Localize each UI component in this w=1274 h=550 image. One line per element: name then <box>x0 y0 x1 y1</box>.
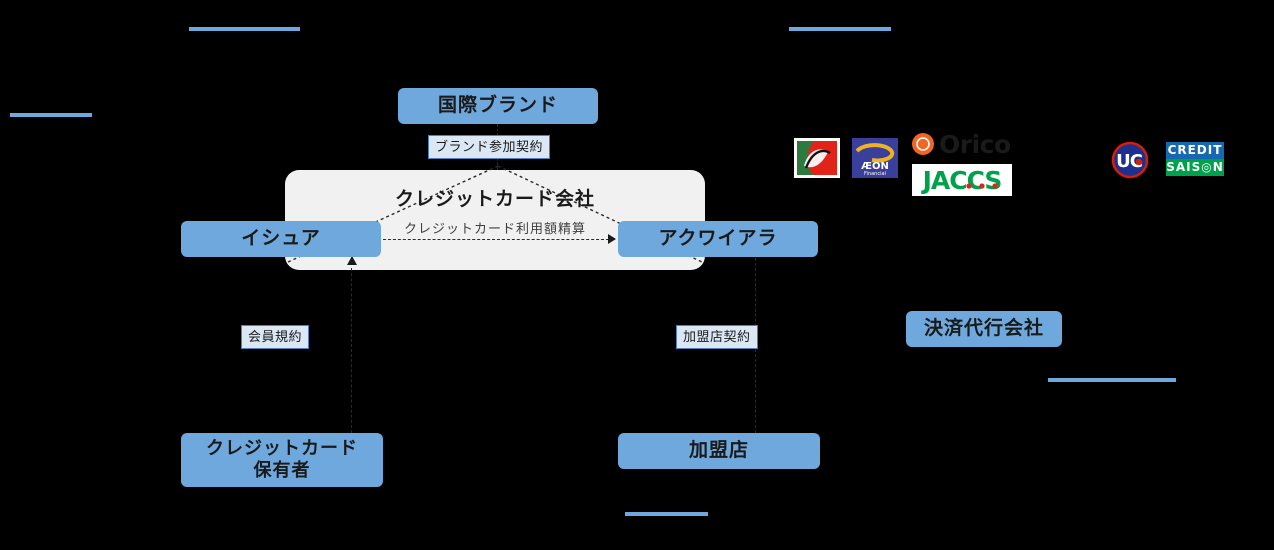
svg-text:JACCS: JACCS <box>921 166 1002 195</box>
caption-settlement: クレジットカード利用額精算 <box>404 221 587 236</box>
entity-holder[interactable]: クレジットカード 保有者 <box>181 433 383 487</box>
rule-top-right <box>789 27 891 31</box>
logo-dc-card <box>794 138 840 178</box>
entity-issuer[interactable]: イシュア <box>181 221 381 257</box>
tag-brand-contract: ブランド参加契約 <box>428 135 551 159</box>
rule-top-left <box>189 27 300 31</box>
logo-jaccs: JACCS <box>912 164 1012 196</box>
credit-card-company-title: クレジットカード会社 <box>394 189 595 210</box>
tag-member-terms: 会員規約 <box>241 325 310 349</box>
member-terms-arrowhead <box>347 256 357 265</box>
member-terms-line <box>351 268 352 433</box>
entity-merchant[interactable]: 加盟店 <box>618 433 820 469</box>
entity-brand[interactable]: 国際ブランド <box>398 88 598 124</box>
logo-orico: Orico <box>910 128 1011 160</box>
saison-saison-text: SAIS◎N <box>1166 159 1224 176</box>
settlement-flow-line <box>383 239 609 240</box>
rule-far-left <box>10 113 92 117</box>
entity-acquirer[interactable]: アクワイアラ <box>618 221 818 257</box>
settlement-flow-arrowhead <box>608 234 616 244</box>
svg-text:ÆON: ÆON <box>861 161 889 172</box>
saison-credit-text: CREDIT <box>1166 142 1224 159</box>
logo-uc-card: UC <box>1108 140 1152 180</box>
entity-psp[interactable]: 決済代行会社 <box>906 311 1062 347</box>
svg-text:Financial: Financial <box>864 171 886 177</box>
rule-psp-under <box>1048 378 1176 382</box>
svg-text:UC: UC <box>1116 151 1143 172</box>
rule-merchant-under <box>625 512 708 516</box>
tag-merchant-contract: 加盟店契約 <box>676 325 758 349</box>
